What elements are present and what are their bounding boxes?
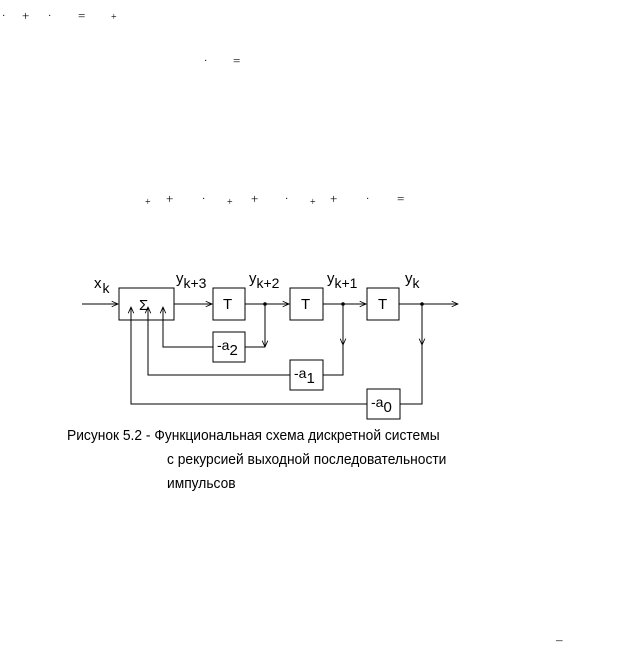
figure-caption-line-1: Рисунок 5.2 - Функциональная схема дискр…: [67, 427, 440, 444]
gain-label-a2: -a2: [217, 337, 238, 359]
figure-caption-line-3: импульсов: [167, 475, 236, 492]
formula-fragment: ·: [202, 194, 206, 205]
formula-fragment: +: [227, 197, 233, 208]
feedback-line: [148, 307, 290, 376]
formula-fragment: +: [251, 191, 259, 206]
figure-caption-line-2: с рекурсией выходной последовательности: [167, 451, 447, 468]
corner-mark: –: [556, 632, 563, 647]
formula-fragment: ·: [48, 11, 52, 22]
formula-fragment: +: [111, 12, 117, 23]
signal-label-yk2: yk+2: [249, 270, 280, 291]
input-label: xk: [94, 275, 111, 296]
formula-fragment: ·: [285, 194, 289, 205]
delay-label: T: [301, 296, 310, 313]
gain-label-a0: -a0: [371, 394, 392, 416]
delay-label: T: [223, 296, 232, 313]
formula-fragment: =: [233, 53, 241, 68]
formula-fragment: +: [310, 197, 316, 208]
formula-fragment: ·: [366, 194, 370, 205]
formula-fragment: ·: [204, 56, 208, 67]
formula-fragment: +: [330, 191, 338, 206]
signal-label-yk3: yk+3: [176, 270, 207, 291]
feedback-line: [400, 345, 423, 405]
formula-fragment: +: [145, 197, 151, 208]
formula-fragment: =: [397, 191, 405, 206]
signal-label-yk: yk: [405, 270, 421, 291]
feedback-line: [131, 307, 367, 405]
formula-fragment: ·: [2, 11, 6, 22]
formula-fragment: +: [22, 8, 30, 23]
junction-dot: [263, 302, 267, 306]
summator-symbol: Σ: [139, 297, 148, 314]
gain-label-a1: -a1: [294, 365, 315, 387]
formula-fragment: =: [78, 8, 86, 23]
formula-fragment: +: [166, 191, 174, 206]
signal-label-yk1: yk+1: [327, 270, 358, 291]
feedback-line: [323, 345, 344, 376]
junction-dot: [420, 302, 424, 306]
delay-label: T: [378, 296, 387, 313]
junction-dot: [341, 302, 345, 306]
feedback-line: [163, 307, 213, 348]
